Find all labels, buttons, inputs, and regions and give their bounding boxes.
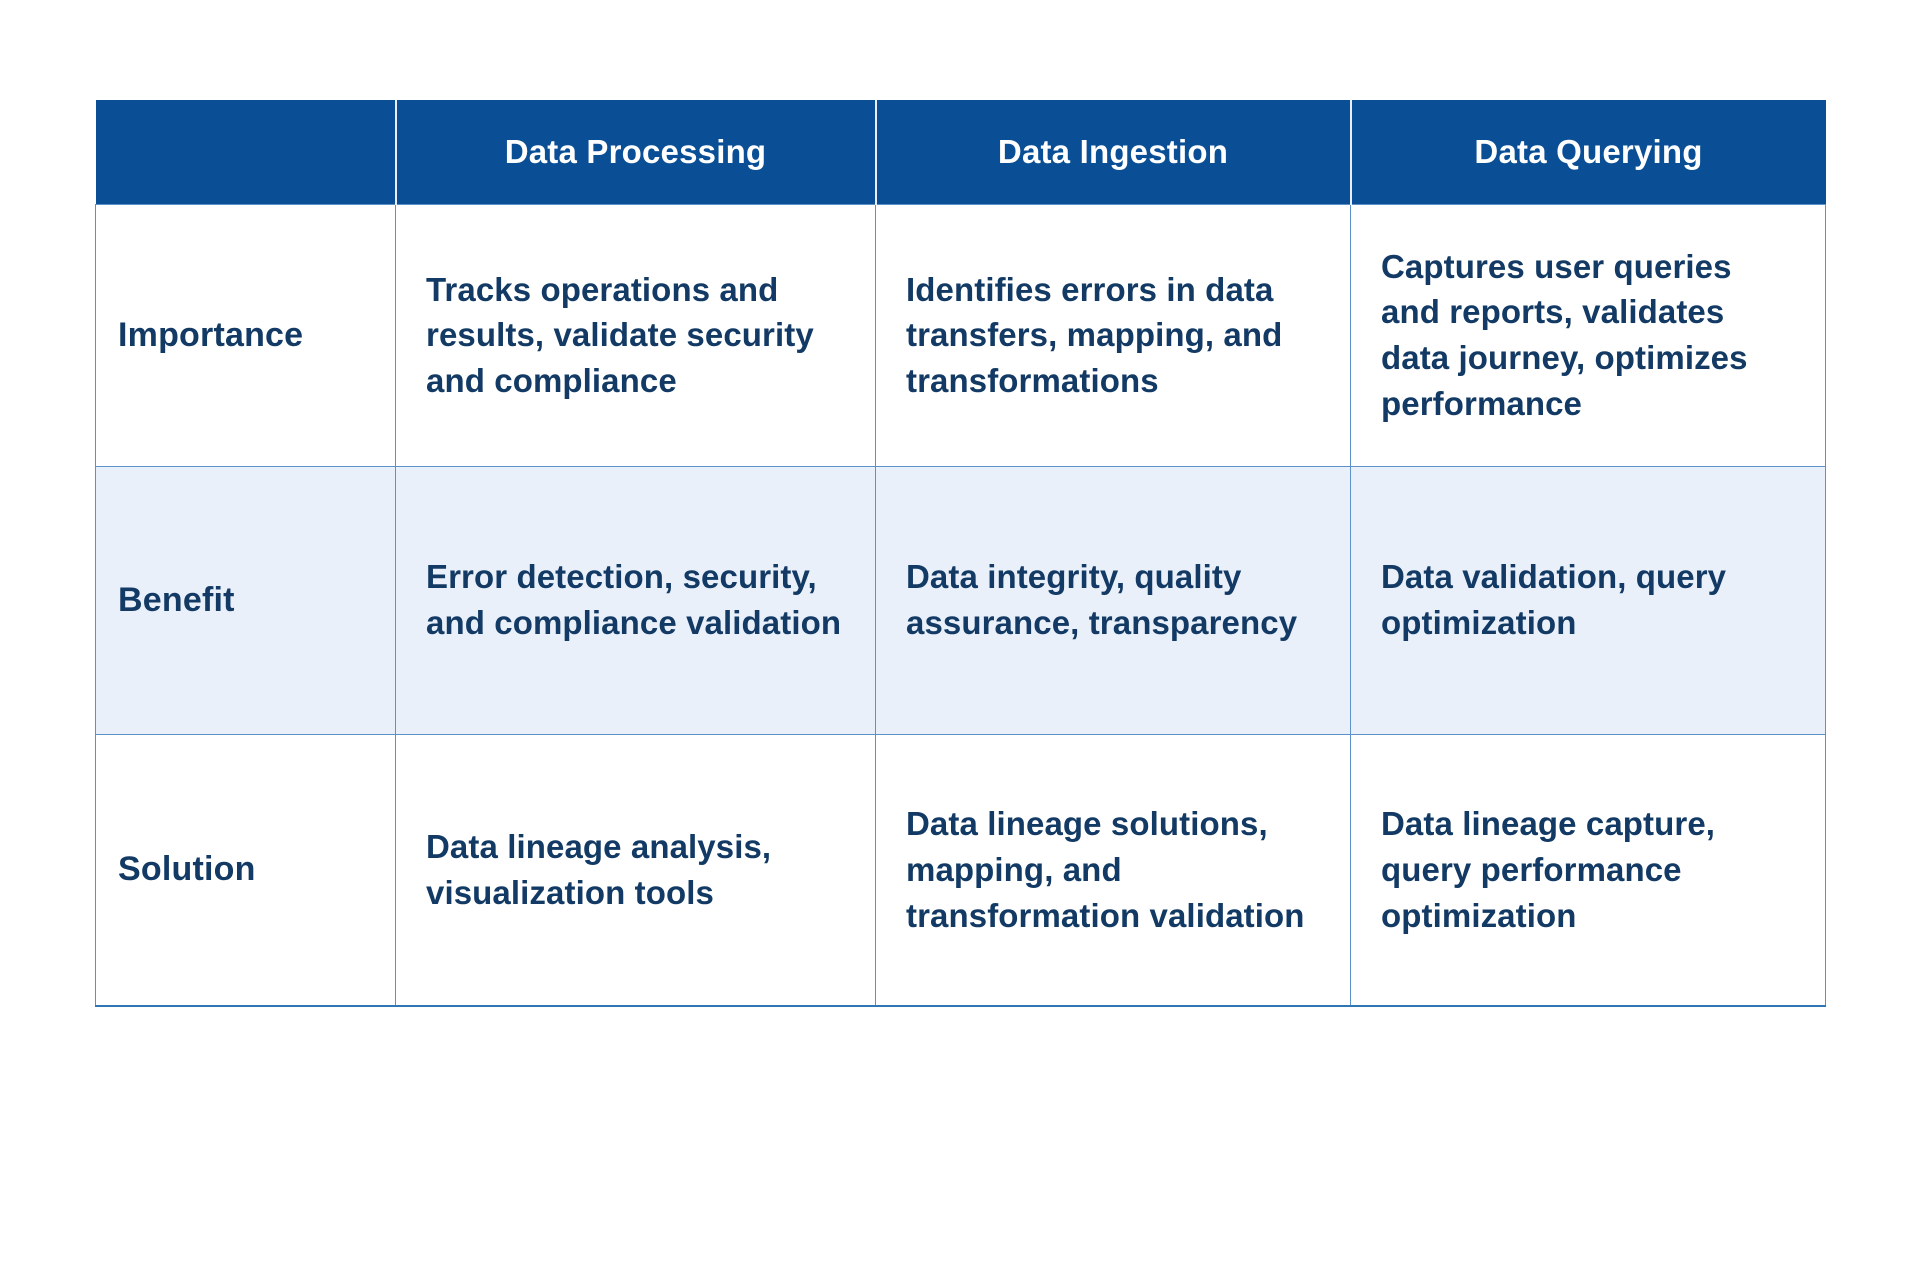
data-lineage-comparison-table: Data Processing Data Ingestion Data Quer… bbox=[95, 100, 1826, 1007]
cell-solution-data-ingestion: Data lineage solutions, mapping, and tra… bbox=[875, 733, 1351, 1007]
cell-solution-data-querying: Data lineage capture, query performance … bbox=[1350, 733, 1826, 1007]
cell-solution-data-processing: Data lineage analysis, visualization too… bbox=[395, 733, 876, 1007]
table-row: Solution Data lineage analysis, visualiz… bbox=[95, 733, 1826, 1007]
cell-benefit-data-processing: Error detection, security, and complianc… bbox=[395, 465, 876, 735]
table-body: Importance Tracks operations and results… bbox=[95, 203, 1826, 1007]
cell-importance-data-ingestion: Identifies errors in data transfers, map… bbox=[875, 203, 1351, 467]
header-cell-corner bbox=[95, 100, 397, 204]
header-cell-data-querying: Data Querying bbox=[1349, 100, 1826, 204]
comparison-table-container: Data Processing Data Ingestion Data Quer… bbox=[95, 100, 1826, 1007]
cell-importance-data-querying: Captures user queries and reports, valid… bbox=[1350, 203, 1826, 467]
cell-importance-data-processing: Tracks operations and results, validate … bbox=[395, 203, 876, 467]
header-cell-data-ingestion: Data Ingestion bbox=[874, 100, 1351, 204]
cell-benefit-data-ingestion: Data integrity, quality assurance, trans… bbox=[875, 465, 1351, 735]
row-label-benefit: Benefit bbox=[95, 465, 396, 735]
table-header-row: Data Processing Data Ingestion Data Quer… bbox=[95, 100, 1826, 204]
row-label-importance: Importance bbox=[95, 203, 396, 467]
row-label-solution: Solution bbox=[95, 733, 396, 1007]
table-row: Benefit Error detection, security, and c… bbox=[95, 465, 1826, 735]
table-header: Data Processing Data Ingestion Data Quer… bbox=[95, 100, 1826, 204]
table-row: Importance Tracks operations and results… bbox=[95, 203, 1826, 467]
header-cell-data-processing: Data Processing bbox=[394, 100, 876, 204]
cell-benefit-data-querying: Data validation, query optimization bbox=[1350, 465, 1826, 735]
